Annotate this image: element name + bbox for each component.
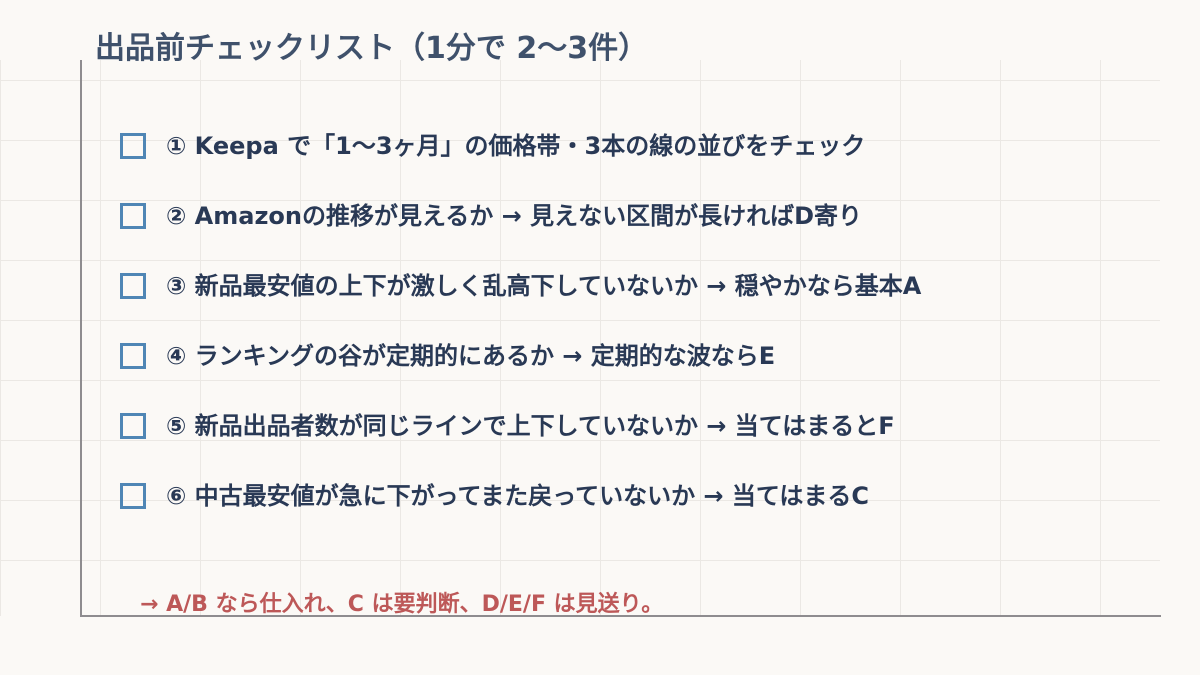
checklist-item-text: ⑥ 中古最安値が急に下がってまた戻っていないか → 当てはまるC (166, 482, 870, 510)
checklist-item-text: ⑤ 新品出品者数が同じラインで上下していないか → 当てはまるとF (166, 412, 895, 440)
checklist-item-4[interactable]: ④ ランキングの谷が定期的にあるか → 定期的な波ならE (120, 340, 775, 372)
checklist-item-text: ① Keepa で「1～3ヶ月」の価格帯・3本の線の並びをチェック (166, 132, 866, 160)
checkbox-icon[interactable] (120, 413, 146, 439)
left-axis-line (80, 60, 82, 616)
checklist-item-text: ③ 新品最安値の上下が激しく乱高下していないか → 穏やかなら基本A (166, 272, 922, 300)
background-grid (0, 60, 1160, 616)
checkbox-icon[interactable] (120, 203, 146, 229)
decision-footnote: → A/B なら仕入れ、C は要判断、D/E/F は見送り。 (140, 592, 664, 617)
checkbox-icon[interactable] (120, 273, 146, 299)
checklist-item-text: ④ ランキングの谷が定期的にあるか → 定期的な波ならE (166, 342, 776, 370)
checkbox-icon[interactable] (120, 483, 146, 509)
checklist-item-2[interactable]: ② Amazonの推移が見えるか → 見えない区間が長ければD寄り (120, 200, 862, 232)
checkbox-icon[interactable] (120, 343, 146, 369)
page-title: 出品前チェックリスト（1分で 2～3件） (95, 31, 649, 66)
checklist-item-6[interactable]: ⑥ 中古最安値が急に下がってまた戻っていないか → 当てはまるC (120, 480, 869, 512)
checklist-item-3[interactable]: ③ 新品最安値の上下が激しく乱高下していないか → 穏やかなら基本A (120, 270, 921, 302)
checklist-item-1[interactable]: ① Keepa で「1～3ヶ月」の価格帯・3本の線の並びをチェック (120, 130, 865, 162)
checkbox-icon[interactable] (120, 133, 146, 159)
checklist-item-text: ② Amazonの推移が見えるか → 見えない区間が長ければD寄り (166, 202, 863, 230)
checklist-item-5[interactable]: ⑤ 新品出品者数が同じラインで上下していないか → 当てはまるとF (120, 410, 895, 442)
bottom-axis-line (80, 615, 1161, 617)
